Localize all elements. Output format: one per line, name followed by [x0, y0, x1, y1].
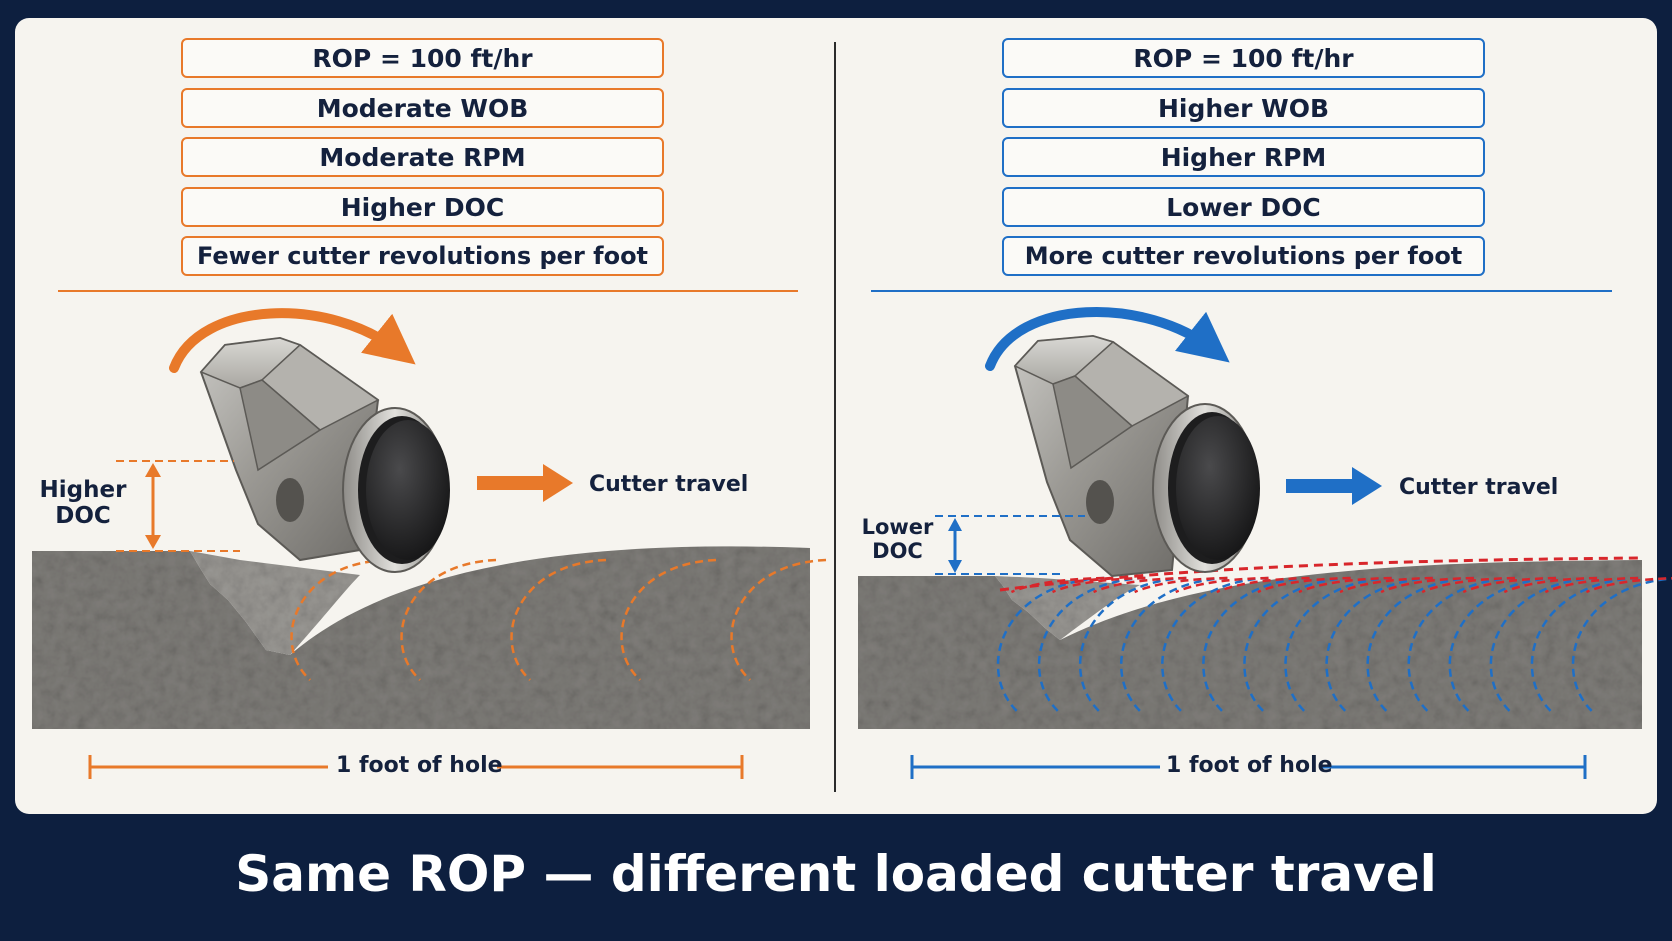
right-travel-arrow-icon — [1286, 467, 1382, 505]
right-revolution-arc-1 — [996, 576, 1105, 714]
right-revolution-arc-engaged-7 — [1257, 576, 1351, 594]
left-spec-rpm: Moderate RPM — [181, 137, 664, 177]
right-revolution-arc-engaged-10 — [1380, 576, 1474, 594]
right-revolution-arc-engaged-6 — [1216, 576, 1310, 594]
right-revolution-arc-15 — [1571, 577, 1672, 714]
right-spec-rop: ROP = 100 ft/hr — [1002, 38, 1485, 78]
right-revolution-arc-5 — [1161, 576, 1269, 714]
right-revolution-arc-engaged-4 — [1134, 576, 1228, 594]
right-revolution-arc-engaged-11 — [1421, 576, 1515, 594]
right-doc-label: Lower DOC — [855, 515, 940, 563]
right-travel-label: Cutter travel — [1399, 475, 1559, 500]
right-revolution-arc-engaged-5 — [1175, 576, 1269, 594]
right-doc-label-line2: DOC — [872, 538, 923, 563]
left-span-dimension — [88, 755, 744, 779]
left-rock-block — [32, 546, 810, 729]
right-revolution-arc-2 — [1037, 576, 1146, 714]
right-revolution-arc-12 — [1448, 576, 1557, 714]
right-rotation-arrow-icon — [985, 307, 1230, 371]
right-spec-doc: Lower DOC — [1002, 187, 1485, 227]
right-rock-block — [858, 560, 1642, 729]
right-revolution-arc-10 — [1366, 576, 1474, 714]
left-revolution-arc-1 — [290, 558, 387, 681]
right-revolution-arcs — [996, 576, 1672, 714]
left-spec-revolutions: Fewer cutter revolutions per foot — [181, 236, 664, 276]
page-title: Same ROP — different loaded cutter trave… — [235, 845, 1437, 903]
right-revolution-arc-engaged-12 — [1462, 576, 1557, 594]
left-revolution-arc-4 — [620, 558, 717, 681]
right-revolution-arc-engaged-9 — [1339, 576, 1433, 594]
right-revolution-arc-engaged-15 — [1585, 576, 1672, 594]
left-doc-label-line1: Higher — [39, 477, 127, 503]
right-revolution-arc-engaged-3 — [1093, 576, 1187, 594]
right-span-label: 1 foot of hole — [1166, 753, 1333, 778]
right-revolution-arc-13 — [1489, 576, 1598, 714]
right-revolution-arc-3 — [1078, 576, 1187, 714]
right-spec-revolutions: More cutter revolutions per foot — [1002, 236, 1485, 276]
right-doc-indicator — [935, 515, 1085, 575]
right-doc-label-line1: Lower — [861, 515, 934, 539]
left-span-label: 1 foot of hole — [336, 753, 503, 778]
left-travel-arrow-icon — [477, 464, 573, 502]
left-pdc-cutter-icon — [199, 336, 450, 573]
right-revolution-arc-9 — [1325, 576, 1433, 714]
left-doc-indicator — [116, 460, 240, 552]
left-revolution-arc-5 — [730, 558, 827, 681]
right-engaged-surface-line — [999, 556, 1641, 592]
left-revolution-arc-3 — [510, 558, 607, 681]
right-revolution-arc-11 — [1407, 576, 1516, 714]
right-revolution-arc-7 — [1243, 576, 1351, 714]
left-revolution-arc-2 — [400, 558, 497, 681]
right-revolution-arc-4 — [1120, 576, 1228, 714]
left-spec-rop: ROP = 100 ft/hr — [181, 38, 664, 78]
right-revolution-arc-engaged-2 — [1052, 576, 1146, 594]
left-travel-label: Cutter travel — [589, 472, 749, 497]
right-spec-rpm: Higher RPM — [1002, 137, 1485, 177]
right-spec-wob: Higher WOB — [1002, 88, 1485, 128]
right-revolution-arc-engaged-14 — [1544, 576, 1639, 594]
left-rotation-arrow-icon — [169, 308, 416, 373]
right-revolution-arc-engaged-13 — [1503, 576, 1598, 594]
right-revolution-arc-6 — [1202, 576, 1310, 714]
left-revolution-arcs — [290, 558, 827, 681]
left-spec-wob: Moderate WOB — [181, 88, 664, 128]
right-revolution-arc-engaged-8 — [1298, 576, 1392, 594]
right-revolution-arc-14 — [1530, 576, 1639, 714]
left-doc-label: Higher DOC — [38, 477, 128, 530]
right-revolution-arc-engaged-1 — [1010, 576, 1105, 594]
right-span-dimension — [910, 755, 1587, 779]
left-doc-label-line2: DOC — [55, 502, 111, 529]
right-pdc-cutter-icon — [1013, 334, 1260, 578]
left-spec-doc: Higher DOC — [181, 187, 664, 227]
right-revolution-arc-8 — [1284, 576, 1392, 714]
